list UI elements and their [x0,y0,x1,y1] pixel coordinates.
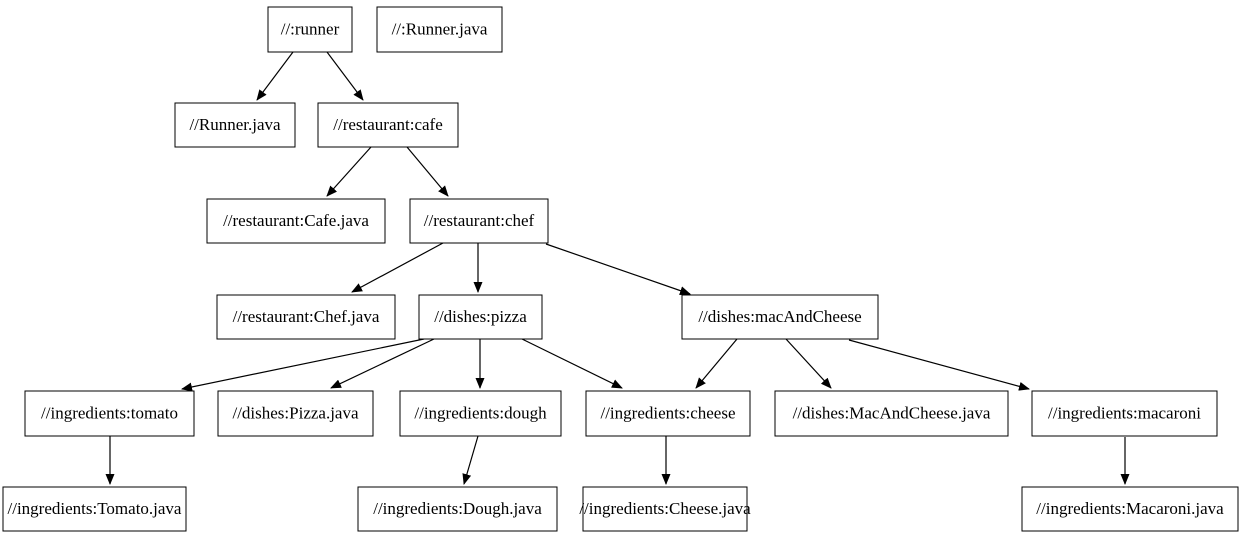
edge-dough-to-dough_java [462,435,479,485]
node-box-dough [399,390,562,437]
node-box-cafe_java [206,198,386,244]
graph-nodes: //:runner //:Runner.java //Runner.java //re… [2,6,1239,532]
edge-mac_and_cheese-to-mac_java [785,338,832,389]
graph-node-cheese: //ingredients:cheese [585,390,751,437]
graph-node-tomato: //ingredients:tomato [24,390,195,437]
node-label-dough_java: //ingredients:Dough.java [373,499,542,518]
node-label-tomato: //ingredients:tomato [41,403,178,422]
graph-node-runner: //:runner [267,6,353,53]
node-label-macaroni_java: //ingredients:Macaroni.java [1036,499,1224,518]
node-box-cheese [585,390,751,437]
edge-mac_and_cheese-to-macaroni [848,339,1030,391]
node-box-chef [409,198,549,244]
node-label-macaroni: //ingredients:macaroni [1048,403,1201,422]
node-box-macaroni [1031,390,1218,437]
node-label-tomato_java: //ingredients:Tomato.java [8,499,182,518]
edge-chef-to-mac_and_cheese [545,243,691,295]
graph-node-mac_and_cheese: //dishes:macAndCheese [681,294,879,340]
node-label-cafe: //restaurant:cafe [333,115,443,134]
edge-pizza-to-cheese [521,338,623,389]
edge-pizza-to-tomato [181,338,425,392]
node-box-tomato [24,390,195,437]
graph-edges [105,51,1130,485]
edge-chef-to-chef_java [351,242,444,293]
graph-node-macaroni_java: //ingredients:Macaroni.java [1021,486,1239,532]
node-label-cafe_java: //restaurant:Cafe.java [223,211,369,230]
graph-node-pizza: //dishes:pizza [418,294,543,340]
node-label-cheese: //ingredients:cheese [600,403,735,422]
node-label-runner_java: //Runner.java [189,115,281,134]
edge-runner-to-runner_java [256,51,294,101]
edge-cafe-to-cafe_java [326,146,372,197]
node-label-mac_and_cheese: //dishes:macAndCheese [698,307,861,326]
node-label-mac_java: //dishes:MacAndCheese.java [793,403,991,422]
node-label-chef_java: //restaurant:Chef.java [233,307,380,326]
graph-node-pizza_java: //dishes:Pizza.java [217,390,374,437]
graph-node-dough: //ingredients:dough [399,390,562,437]
node-box-pizza [418,294,543,340]
node-box-mac_and_cheese [681,294,879,340]
node-box-cafe [317,102,459,148]
edge-pizza-to-pizza_java [330,338,435,389]
graph-node-dough_java: //ingredients:Dough.java [357,486,558,532]
node-box-dough_java [357,486,558,532]
graph-node-macaroni: //ingredients:macaroni [1031,390,1218,437]
node-label-runner: //:runner [281,19,340,38]
graph-node-tomato_java: //ingredients:Tomato.java [2,486,187,532]
node-label-pizza_java: //dishes:Pizza.java [232,403,359,422]
node-label-pizza: //dishes:pizza [434,307,527,326]
edge-mac_and_cheese-to-cheese [695,338,738,389]
graph-node-chef_java: //restaurant:Chef.java [216,294,396,340]
node-box-mac_java [774,390,1009,437]
node-label-dough: //ingredients:dough [414,403,547,422]
graph-node-cheese_java: //ingredients:Cheese.java [579,486,751,532]
edge-runner-to-cafe [326,51,364,101]
graph-node-cafe: //restaurant:cafe [317,102,459,148]
graph-node-chef: //restaurant:chef [409,198,549,244]
node-box-chef_java [216,294,396,340]
node-box-cheese_java [582,486,748,532]
node-label-chef: //restaurant:chef [424,211,535,230]
node-box-tomato_java [2,486,187,532]
graph-node-cafe_java: //restaurant:Cafe.java [206,198,386,244]
graph-node-mac_java: //dishes:MacAndCheese.java [774,390,1009,437]
node-box-runner_java [174,102,296,148]
graph-node-runner_java_root: //:Runner.java [376,6,503,53]
node-label-cheese_java: //ingredients:Cheese.java [579,499,751,518]
node-label-runner_java_root: //:Runner.java [392,19,488,38]
node-box-macaroni_java [1021,486,1239,532]
node-box-runner [267,6,353,53]
node-box-runner_java_root [376,6,503,53]
node-box-pizza_java [217,390,374,437]
edge-cafe-to-chef [406,146,449,197]
graph-node-runner_java: //Runner.java [174,102,296,148]
